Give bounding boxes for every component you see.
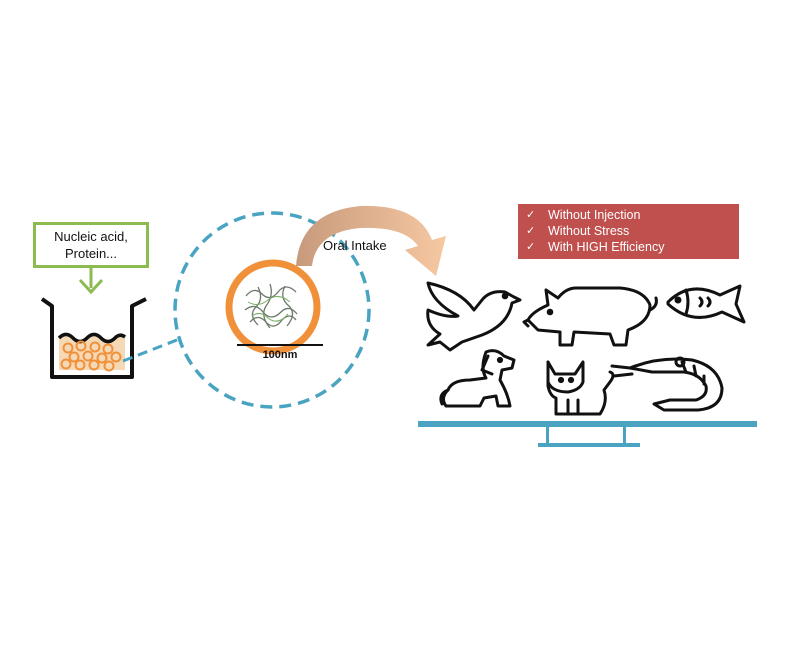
benefit-item: ✓ With HIGH Efficiency [526,239,739,255]
beaker-icon [40,297,147,379]
check-icon: ✓ [526,241,536,253]
check-icon: ✓ [526,225,536,237]
benefits-box: ✓ Without Injection ✓ Without Stress ✓ W… [518,204,739,259]
benefit-item: ✓ Without Injection [526,207,739,223]
benefit-item: ✓ Without Stress [526,223,739,239]
platform [418,421,757,447]
cat-icon [546,360,615,416]
zoom-circle [173,211,371,409]
nanoparticle-icon [225,259,321,355]
pig-icon [522,286,658,347]
oral-intake-label: Oral Intake [323,238,387,253]
cargo-line-1: Nucleic acid, [54,229,128,244]
dog-icon [439,349,516,408]
benefit-text: Without Stress [548,224,630,238]
benefit-text: With HIGH Efficiency [548,240,665,254]
bird-icon [426,281,522,352]
zoom-connector [122,336,183,363]
benefit-text: Without Injection [548,208,641,222]
shrimp-icon [610,356,724,412]
down-arrow-icon [78,268,104,295]
nanoparticle-beads [60,340,122,372]
cargo-label-box: Nucleic acid, Protein... [33,222,149,268]
fish-icon [666,284,746,324]
oral-intake-arrow [296,205,446,276]
cargo-line-2: Protein... [64,246,118,261]
scale-bar-label: 100nm [262,349,298,361]
check-icon: ✓ [526,209,536,221]
